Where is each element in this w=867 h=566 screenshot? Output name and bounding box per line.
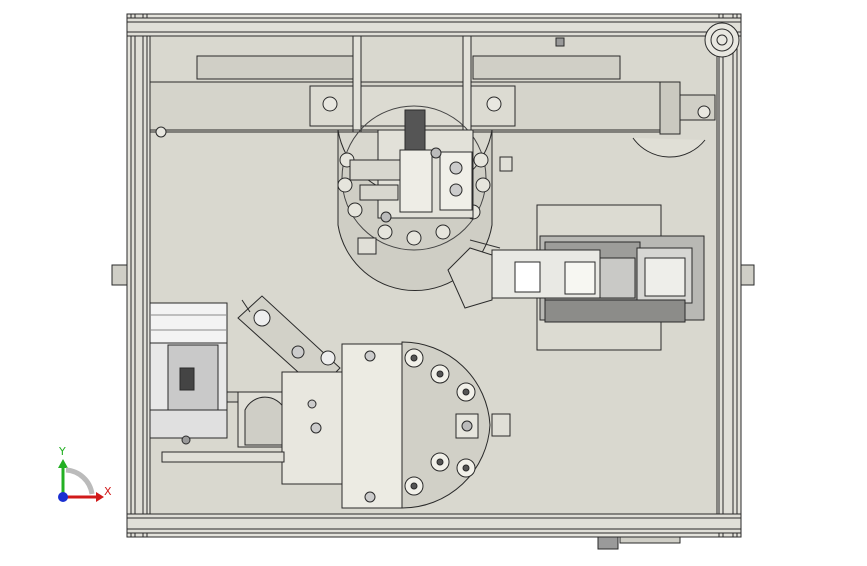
y-axis-label: Y [58, 445, 66, 458]
sensor-arm [237, 295, 341, 391]
rotation-arc [65, 467, 95, 495]
robot-transfer-unit [447, 204, 705, 351]
pulley-wheel [704, 22, 740, 58]
top-rotary-gripper [337, 105, 513, 292]
x-axis-label: X [104, 485, 112, 498]
axis-triad: X Y [58, 445, 112, 502]
drive-motor [149, 302, 278, 445]
gearbox-housing [161, 343, 403, 509]
bottom-star-wheel [401, 341, 511, 509]
y-axis-arrowhead [58, 459, 68, 468]
top-slide-assembly [149, 35, 716, 158]
x-axis-arrowhead [96, 492, 104, 502]
z-axis-dot [58, 492, 68, 502]
